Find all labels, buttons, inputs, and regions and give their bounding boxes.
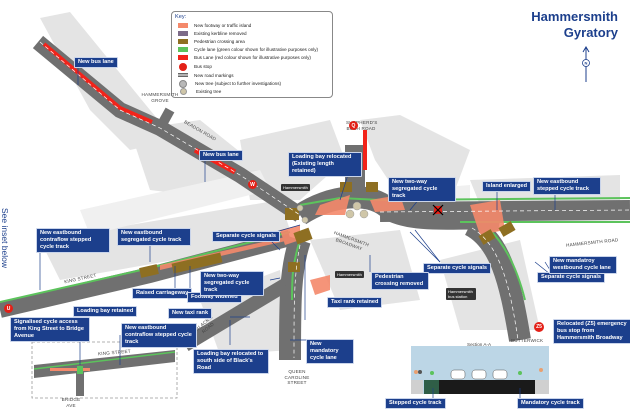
bus-stop-q-icon: Q bbox=[349, 121, 358, 130]
road-markings-swatch-icon bbox=[178, 73, 188, 78]
callout-pedestrian-crossing-removed: Pedestrian crossing removed bbox=[371, 272, 429, 290]
legend-item: Bus Lane (red colour shown for illustrat… bbox=[178, 54, 311, 61]
underground-station-label: Hammersmith bbox=[281, 184, 310, 191]
road-name-queen-caroline-street: QUEEN CAROLINE STREET bbox=[284, 369, 310, 385]
north-label: N bbox=[585, 61, 588, 66]
road-name-bridge-ave: BRIDGE AVE bbox=[61, 397, 81, 408]
callout-relocated-z5-bus-stop: Relocated (Z5) emergency bus stop from H… bbox=[553, 319, 630, 344]
cycle-lane-swatch-icon bbox=[178, 47, 188, 52]
road-name-hammersmith-grove: HAMMERSMITH GROVE bbox=[141, 92, 179, 103]
north-arrow-icon bbox=[582, 46, 590, 82]
legend-item: Existing kerbline removed bbox=[178, 30, 247, 37]
callout-eastbound-contraflow-stepped: New eastbound contraflow stepped cycle t… bbox=[36, 228, 110, 253]
legend-item: New footway or traffic island bbox=[178, 22, 251, 29]
inset-map bbox=[31, 341, 178, 399]
bus-stop-w-icon: W bbox=[248, 180, 257, 189]
callout-new-bus-lane: New bus lane bbox=[199, 150, 243, 161]
callout-island-enlarged: Island enlarged bbox=[482, 181, 532, 192]
callout-new-taxi-rank: New taxi rank bbox=[168, 308, 213, 319]
bus-station-label: Hammersmith bus station bbox=[446, 288, 476, 300]
building-blocks bbox=[40, 12, 620, 355]
callout-separate-cycle-signals: Separate cycle signals bbox=[212, 231, 281, 242]
underground-station-label: Hammersmith bbox=[335, 271, 364, 278]
bus-stop-z5-icon: Z5 bbox=[534, 322, 544, 332]
kerbline-swatch-icon bbox=[178, 31, 188, 36]
callout-mandatory-westbound-cycle-lane: New mandatroy westbound cycle lane bbox=[549, 256, 617, 274]
callout-raised-carriageway: Raised carriageway bbox=[132, 288, 193, 299]
map-legend: Key: New footway or traffic island Exist… bbox=[171, 11, 333, 98]
crossing-swatch-icon bbox=[178, 39, 188, 44]
callout-taxi-rank-retained: Taxi rank retained bbox=[327, 297, 383, 308]
callout-two-way-segregated-cycle-track: New two-way segregated cycle track bbox=[388, 177, 456, 202]
callout-two-way-segregated-cycle-track: New two-way segregated cycle track bbox=[200, 271, 264, 296]
pedestrian-crossings bbox=[139, 182, 516, 278]
callout-loading-bay-blacks-road: Loading bay relocated to south side of B… bbox=[193, 349, 269, 374]
legend-title: Key: bbox=[175, 14, 187, 20]
legend-item: New road markings bbox=[178, 72, 234, 79]
see-inset-note: See inset below bbox=[0, 208, 10, 269]
road-markings bbox=[39, 41, 630, 359]
legend-item: Bus stop bbox=[178, 62, 212, 71]
legend-item: Existing tree bbox=[178, 88, 221, 95]
bus-lane-swatch-icon bbox=[178, 55, 188, 60]
trees bbox=[296, 201, 369, 224]
legend-item: Cycle lane (green colour shown for illus… bbox=[178, 46, 318, 53]
section-a-a-title: Section A-A bbox=[467, 342, 492, 347]
legend-item: Pedestrian crossing area bbox=[178, 38, 245, 45]
callout-eastbound-segregated: New eastbound segregated cycle track bbox=[117, 228, 191, 246]
footway-swatch-icon bbox=[178, 23, 188, 28]
callout-loading-bay-relocated: Loading bay relocated (Existing length r… bbox=[288, 152, 362, 177]
bus-stop-u-icon: U bbox=[4, 304, 13, 313]
callout-eastbound-stepped-cycle-track: New eastbound stepped cycle track bbox=[533, 177, 601, 195]
callout-signalised-cycle-access: Signalised cycle access from King Street… bbox=[10, 317, 90, 342]
callout-eastbound-contraflow-stepped: New eastbound contraflow stepped cycle t… bbox=[121, 323, 197, 348]
removed-marker-icon bbox=[432, 204, 444, 216]
bus-stop-icon bbox=[179, 62, 187, 71]
road-name-shepherds-bush-road: SHEPHERD'S BUSH ROAD bbox=[346, 120, 378, 131]
legend-item: New tree (subject to further investigati… bbox=[178, 79, 281, 88]
road-name-butterwick: BUTTERWICK bbox=[511, 338, 544, 343]
callout-mandatory-cycle-track: Mandatory cycle track bbox=[517, 398, 584, 409]
new-tree-icon bbox=[179, 79, 187, 88]
callout-loading-bay-retained: Loading bay retained bbox=[73, 306, 138, 317]
page-title: Hammersmith Gyratory bbox=[531, 9, 618, 40]
section-a-a bbox=[411, 346, 549, 394]
existing-tree-icon bbox=[180, 88, 187, 95]
callout-stepped-cycle-track: Stepped cycle track bbox=[385, 398, 446, 409]
callout-separate-cycle-signals: Separate cycle signals bbox=[423, 263, 492, 274]
callout-mandatory-cycle-lane: New mandatory cycle lane bbox=[306, 339, 354, 364]
callout-new-bus-lane: New bus lane bbox=[74, 57, 118, 68]
